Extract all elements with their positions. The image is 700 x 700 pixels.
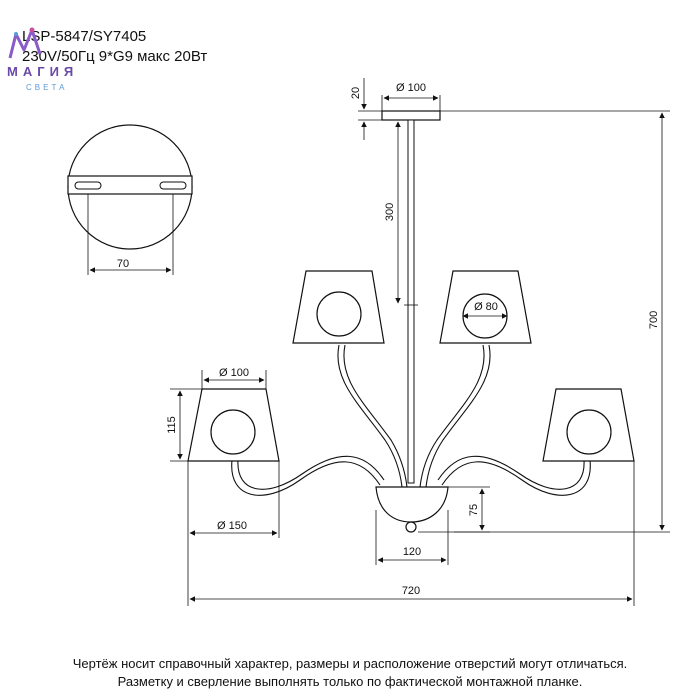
- dim-bowl-width: 120: [375, 510, 449, 565]
- disclaimer-line-2: Разметку и сверление выполнять только по…: [117, 674, 583, 689]
- header: LSP-5847/SY7405 230V/50Гц 9*G9 макс 20Вт: [22, 27, 207, 67]
- finial: [405, 521, 417, 533]
- disclaimer-line-1: Чертёж носит справочный характер, размер…: [72, 656, 628, 671]
- label-mount-width: 70: [117, 258, 129, 270]
- electrical-specs: 230V/50Гц 9*G9 макс 20Вт: [22, 48, 208, 65]
- bulb-lower-left: [210, 409, 256, 455]
- disclaimer: Чертёж носит справочный характер, размер…: [0, 655, 700, 691]
- model-number: LSP-5847/SY7405: [22, 28, 147, 45]
- shade-upper-left: [292, 270, 385, 344]
- brand-tagline: СВЕТА: [26, 83, 68, 92]
- label-rod-length: 300: [384, 203, 396, 221]
- shade-lower-right: [542, 388, 635, 462]
- dim-total-width: 720: [187, 461, 635, 606]
- label-total-height: 700: [648, 311, 660, 329]
- label-lower-shade-diameter: Ø 100: [219, 367, 249, 379]
- dim-arm-reach: Ø 150: [187, 461, 280, 538]
- mounting-plate-view: 70: [67, 124, 193, 275]
- dim-lower-shade: Ø 100: [201, 367, 267, 389]
- shade-lower-left: [187, 388, 280, 462]
- label-total-width: 720: [402, 585, 420, 597]
- mount-bar: [67, 175, 193, 195]
- bulb-upper-left: [316, 291, 362, 337]
- canopy-assembly: Ø 100 20 300: [350, 78, 441, 484]
- label-canopy-height: 20: [350, 87, 362, 99]
- shades: [187, 270, 635, 462]
- dim-shade-height: 115: [166, 388, 202, 462]
- shade-upper-right: [439, 270, 532, 344]
- label-bowl-height: 75: [468, 504, 480, 516]
- label-arm-reach: Ø 150: [217, 520, 247, 532]
- mount-slot-right: [159, 181, 187, 190]
- rod: [407, 119, 415, 484]
- label-canopy-diameter: Ø 100: [396, 82, 426, 94]
- arms: [231, 344, 591, 496]
- dim-total-height: 700: [440, 110, 670, 533]
- bulb-lower-right: [566, 409, 612, 455]
- label-upper-shade-diameter: Ø 80: [474, 301, 498, 313]
- logo-mark-icon: [8, 27, 42, 59]
- brand-name: МАГИЯ: [7, 64, 79, 79]
- canopy: [381, 110, 441, 121]
- dim-upper-shade: Ø 80: [462, 301, 508, 319]
- label-bowl-width: 120: [403, 546, 421, 558]
- label-shade-height: 115: [166, 416, 178, 434]
- mount-slot-left: [74, 181, 102, 190]
- center-bowl: [375, 486, 449, 533]
